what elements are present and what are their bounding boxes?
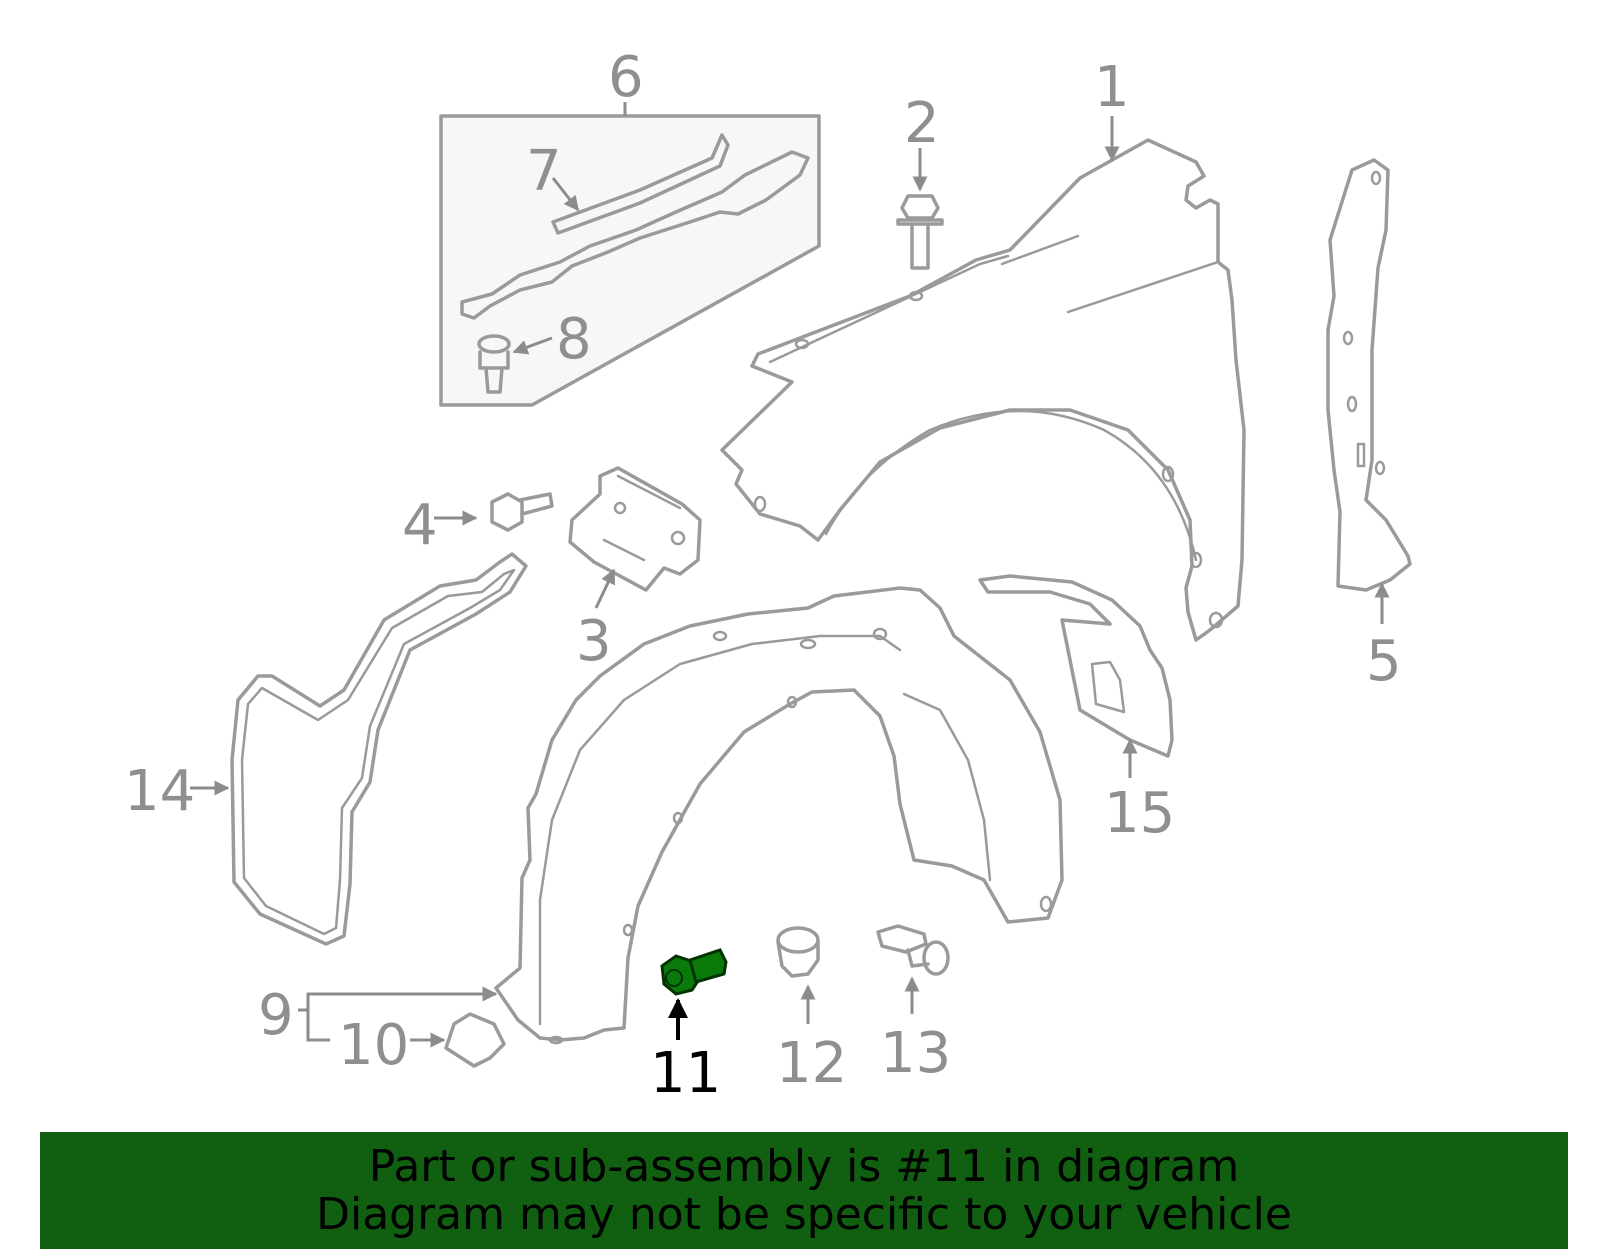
- callout-10: 10: [338, 1013, 409, 1078]
- banner-line-1: Part or sub-assembly is #11 in diagram: [368, 1140, 1240, 1192]
- part-6-rail: [460, 150, 810, 320]
- callout-7: 7: [526, 139, 562, 204]
- callout-15: 15: [1104, 781, 1175, 846]
- part-14-mud-flap: [230, 552, 528, 946]
- part-1-fender: [720, 138, 1246, 642]
- part-7-seal: [551, 133, 730, 235]
- part-4-bolt: [490, 492, 554, 532]
- part-2-bolt: [896, 194, 944, 270]
- part-12-nut: [776, 926, 820, 978]
- callout-4: 4: [402, 493, 438, 558]
- callout-9: 9: [258, 983, 294, 1048]
- callout-8: 8: [556, 307, 592, 372]
- callout-1: 1: [1094, 55, 1130, 120]
- callout-2: 2: [904, 91, 940, 156]
- callout-13: 13: [880, 1021, 951, 1086]
- part-5-bracket: [1326, 158, 1412, 592]
- part-8-clip: [477, 334, 511, 394]
- part-15-shield: [978, 574, 1174, 758]
- callout-12: 12: [776, 1031, 847, 1096]
- callout-11: 11: [650, 1041, 721, 1106]
- part-9-liner: [494, 586, 1064, 1045]
- callout-3: 3: [576, 609, 612, 674]
- callout-14: 14: [124, 759, 195, 824]
- banner-line-2: Diagram may not be specific to your vehi…: [316, 1188, 1292, 1240]
- part-11-bolt-highlighted: [660, 948, 728, 996]
- info-banner: Part or sub-assembly is #11 in diagram D…: [40, 1132, 1568, 1249]
- part-10-bracket: [444, 1012, 506, 1068]
- callout-5: 5: [1366, 629, 1402, 694]
- part-3-bracket: [568, 466, 702, 592]
- part-13-clip: [876, 924, 950, 976]
- callout-6: 6: [608, 45, 644, 110]
- leader-lines: [190, 102, 1390, 1048]
- part-6-kit-box: [439, 114, 821, 407]
- callout-labels: 1 2 3 4 5 6 7 8 9 10 11 12 13 14 15: [124, 45, 1402, 1106]
